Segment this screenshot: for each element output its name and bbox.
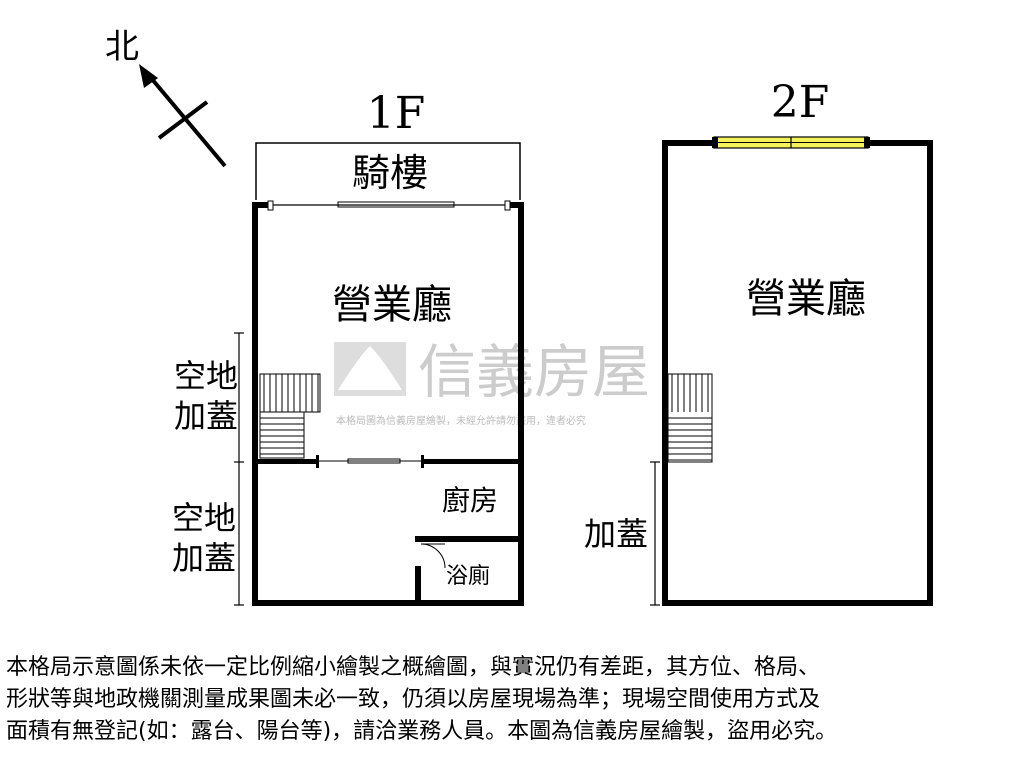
window-2f (712, 136, 870, 149)
room-hall-1f-label: 營業廳 (332, 282, 452, 328)
side-label-2f: 加蓋 (584, 515, 648, 553)
side-label-lower-line2: 加蓋 (172, 539, 236, 577)
wall-bath-left (415, 566, 421, 606)
watermark: 信義房屋 本格局圖為信義房屋繪製，未經允許請勿盜用，違者必究 (334, 338, 650, 427)
watermark-subtext: 本格局圖為信義房屋繪製，未經允許請勿盜用，違者必究 (336, 414, 586, 427)
side-label-upper-line1: 空地 (174, 357, 238, 395)
disclaimer-line-3: 面積有無登記(如：露台、陽台等)，請洽業務人員。本圖為信義房屋繪製，盜用必究。 (6, 719, 838, 744)
storefront-post-right (504, 200, 511, 211)
staircase-1f (259, 373, 321, 459)
north-compass: 北 (105, 27, 227, 168)
wall-left (252, 202, 258, 606)
wall-front-right (510, 202, 524, 208)
wall-2f-back (662, 600, 933, 606)
disclaimer-line-1: 本格局示意圖係未依一定比例縮小繪製之概繪圖，與實況仍有差距，其方位、格局、 (6, 655, 821, 680)
arcade-outline (255, 142, 521, 200)
floor-1f-title: 1F (367, 88, 426, 139)
room-bath-label: 浴廁 (446, 564, 490, 589)
wall-mid-right (422, 459, 524, 464)
storefront-door (337, 201, 455, 208)
room-hall-2f-label: 營業廳 (746, 276, 866, 322)
floor-2f: 2F 營業廳 加蓋 (584, 77, 933, 606)
disclaimer-line-2: 形狀等與地政機關測量成果圖未必一致，仍須以房屋現場為準；現場空間使用方式及 (6, 687, 821, 712)
watermark-brand: 信義房屋 (418, 338, 650, 406)
compass-crossbar (157, 100, 209, 140)
wall-2f-left (662, 140, 668, 606)
side-label-lower-line1: 空地 (172, 499, 236, 537)
wall-back (252, 600, 524, 606)
bath-door-swing (420, 543, 446, 569)
side-label-upper-line2: 加蓋 (174, 397, 238, 435)
wall-kitchen-bath (415, 536, 524, 542)
room-kitchen-label: 廚房 (442, 484, 498, 517)
wall-mid-left (252, 459, 318, 464)
disclaimer: 本格局示意圖係未依一定比例縮小繪製之概繪圖，與實況仍有差距，其方位、格局、 形狀… (6, 652, 1020, 748)
floor-plan: 北 信義房屋 本格局圖為信義房屋繪製，未經允許請勿盜用，違者必究 1F 騎樓 (105, 27, 933, 606)
mid-sliding-door (347, 458, 401, 464)
floor-2f-title: 2F (771, 77, 830, 128)
storefront-post-left (267, 200, 274, 211)
compass-arrowhead (139, 64, 158, 88)
dimension-2f (650, 461, 660, 606)
wall-front-left (252, 202, 268, 208)
compass-north-label: 北 (105, 27, 139, 67)
dimension-1f (234, 332, 244, 606)
floor-1f: 1F 騎樓 營業廳 廚房 浴廁 (172, 88, 524, 606)
room-arcade-label: 騎樓 (352, 151, 428, 195)
wall-2f-front-right (868, 140, 933, 146)
mid-door-jamb-right (421, 455, 424, 468)
watermark-logo-mark (338, 346, 402, 390)
wall-2f-right (927, 140, 933, 606)
mid-door-jamb-left (316, 455, 319, 468)
wall-right (518, 202, 524, 606)
wall-2f-front-left (662, 140, 714, 146)
